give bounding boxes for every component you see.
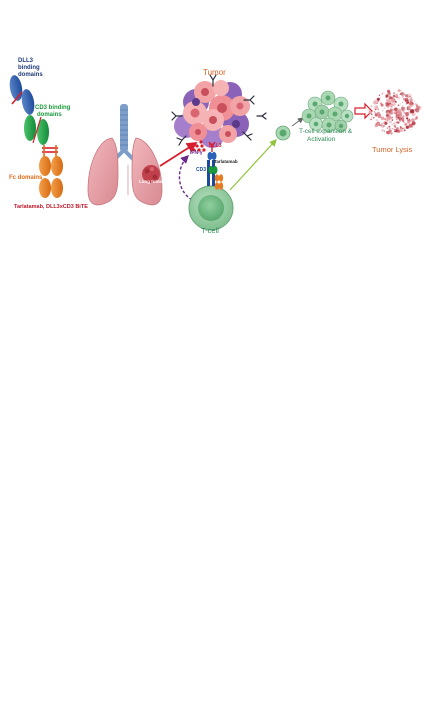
dll3-receptor-icon	[208, 141, 216, 152]
fc-domain-1-icon	[39, 156, 51, 176]
tumor-label: Tumor	[203, 68, 226, 77]
cd3-domain-1-icon	[24, 115, 36, 141]
ifn-gamma-label: IFN-γ	[190, 150, 203, 156]
expansion-label-line1: T-cell expansion &	[299, 128, 353, 135]
fc-domain-2-icon	[51, 156, 63, 176]
cd3-binding-label-line1: CD3 binding	[35, 105, 71, 111]
activation-to-expansion-arrow	[291, 117, 304, 127]
expansion-label-line2: Activation	[307, 136, 336, 143]
tcell-to-expansion-arrow	[229, 139, 277, 191]
bite-name-label: Tarlatamab, DLL3xCD3 BiTE	[14, 204, 88, 210]
ifn-feedback-arrow	[178, 155, 193, 201]
tumor-cluster-icon	[171, 74, 267, 152]
dll3-label: DLL3	[209, 143, 222, 149]
cd3-label: CD3	[196, 167, 207, 173]
left-lung-icon	[87, 137, 119, 206]
cd3-binding-label-line2: domains	[37, 112, 62, 118]
dll3-binding-label-line2: binding	[18, 65, 40, 71]
cd3-domain-2-icon	[37, 119, 49, 145]
dll3-linker-icon	[11, 91, 23, 105]
ifn-gamma-dots-icon	[192, 140, 206, 152]
tumor-lysis-debris-icon	[368, 89, 422, 135]
fc-domain-4-icon	[51, 178, 63, 198]
bite-molecule-icon	[9, 75, 63, 198]
fc-domain-3-icon	[39, 178, 51, 198]
fc-domains-label: Fc domains	[9, 175, 43, 181]
tarlatamab-label: Tarlatamab	[214, 159, 238, 164]
dll3-domain-2-icon	[21, 89, 35, 115]
lung-to-tumor-arrow	[159, 142, 198, 167]
t-cell-label: T-cell	[201, 226, 219, 235]
dll3-binding-label-line3: domains	[18, 72, 43, 78]
tumor-lysis-label: Tumor Lysis	[372, 145, 413, 154]
dll3-binding-label-line1: DLL3	[18, 58, 33, 64]
activated-t-cell-icon	[275, 125, 291, 141]
lung-tumor-label: Lung tumor	[139, 179, 164, 184]
expansion-to-lysis-arrow	[354, 102, 373, 120]
t-cell-icon	[188, 185, 234, 231]
lungs-icon	[87, 104, 163, 206]
cd3-linker-icon	[32, 116, 42, 144]
tarlatamab-bridge-icon	[207, 152, 224, 190]
